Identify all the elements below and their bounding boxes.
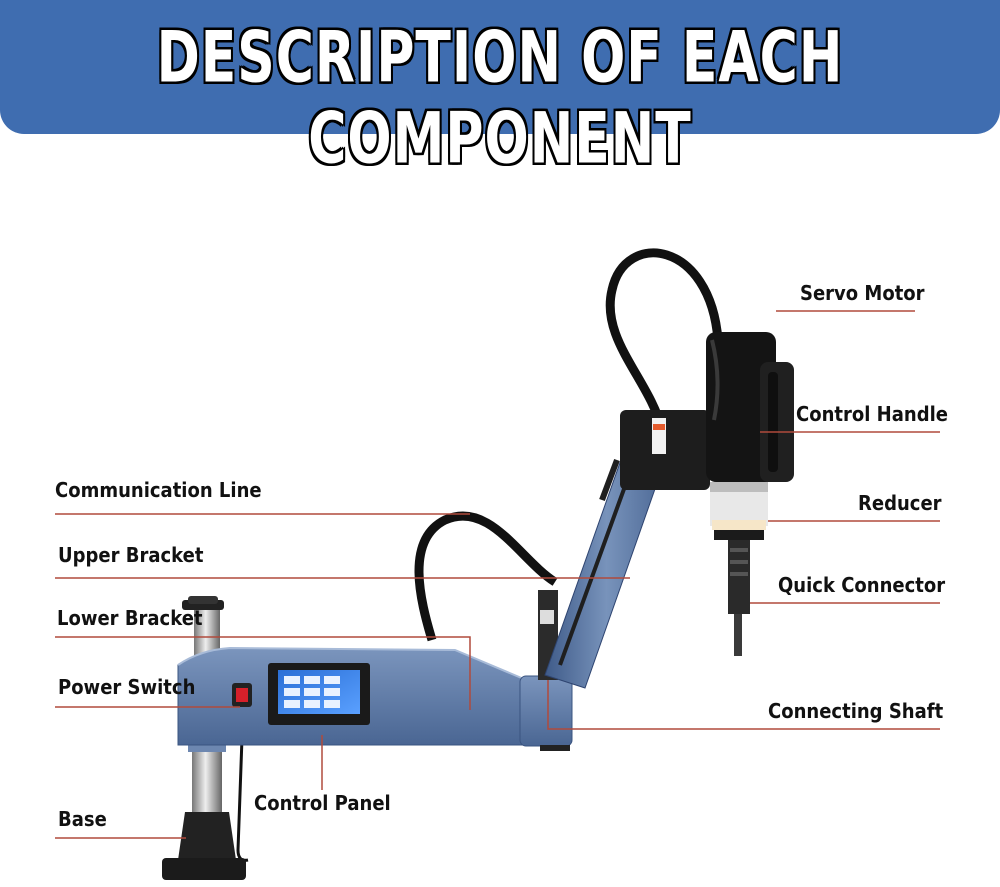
servo-motor xyxy=(706,332,776,482)
power-cable xyxy=(236,737,249,862)
leader-lines xyxy=(55,310,940,839)
title-banner: DESCRIPTION OF EACH COMPONENT xyxy=(0,0,1000,180)
quick-connector xyxy=(728,540,750,614)
label-base: Base xyxy=(58,807,107,832)
label-control-handle: Control Handle xyxy=(796,402,948,427)
label-connecting-shaft: Connecting Shaft xyxy=(768,699,944,724)
label-servo-motor: Servo Motor xyxy=(800,281,925,306)
label-quick-connector: Quick Connector xyxy=(778,573,946,598)
base-column xyxy=(162,596,246,880)
label-power-switch: Power Switch xyxy=(58,675,196,700)
page-title: DESCRIPTION OF EACH COMPONENT xyxy=(156,18,844,180)
label-reducer: Reducer xyxy=(858,491,942,516)
connecting-shaft-housing xyxy=(519,675,573,747)
label-communication-line: Communication Line xyxy=(55,478,262,503)
label-upper-bracket: Upper Bracket xyxy=(58,543,204,568)
label-lower-bracket: Lower Bracket xyxy=(57,606,203,631)
communication-line-cable xyxy=(414,511,558,642)
label-control-panel: Control Panel xyxy=(254,791,391,816)
servo-cable xyxy=(605,248,723,432)
